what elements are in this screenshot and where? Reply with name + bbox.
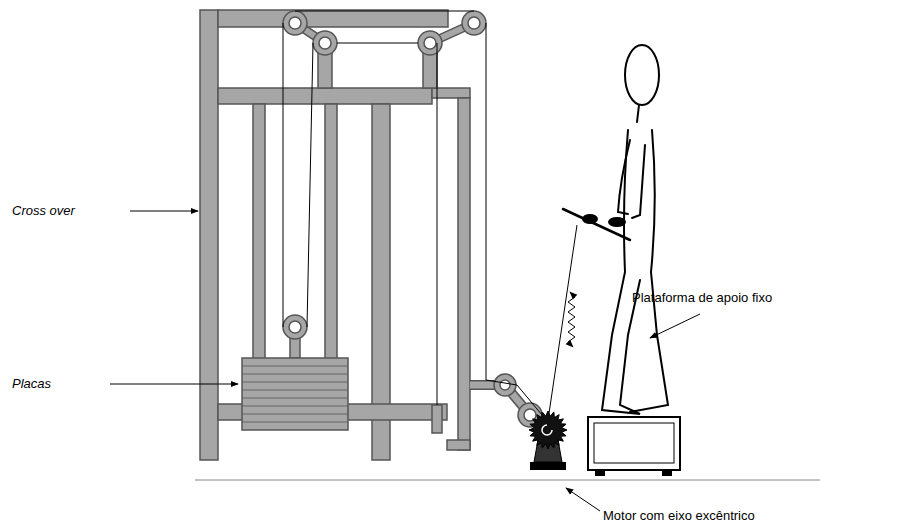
eccentric-motor (529, 411, 567, 470)
right-post (458, 98, 470, 450)
cable (283, 11, 577, 420)
fixed-platform (588, 417, 680, 476)
ground-line (195, 480, 820, 481)
leader-arrow (110, 211, 700, 511)
weight-plates (242, 358, 348, 430)
person (563, 45, 668, 414)
part-label: Motor com eixo excêntrico (603, 508, 755, 524)
part-label: Cross over (12, 203, 75, 219)
vibration-arrow (568, 292, 575, 347)
right-foot (447, 440, 470, 450)
frame-post (200, 10, 218, 460)
top-beam (218, 10, 448, 27)
part-label: Placas (12, 376, 51, 392)
shelf-bar (218, 88, 432, 104)
gear (529, 411, 567, 449)
part-label: Plataforma de apoio fixo (632, 290, 772, 306)
shelf-bar (432, 88, 470, 98)
counter-weight (432, 405, 442, 433)
